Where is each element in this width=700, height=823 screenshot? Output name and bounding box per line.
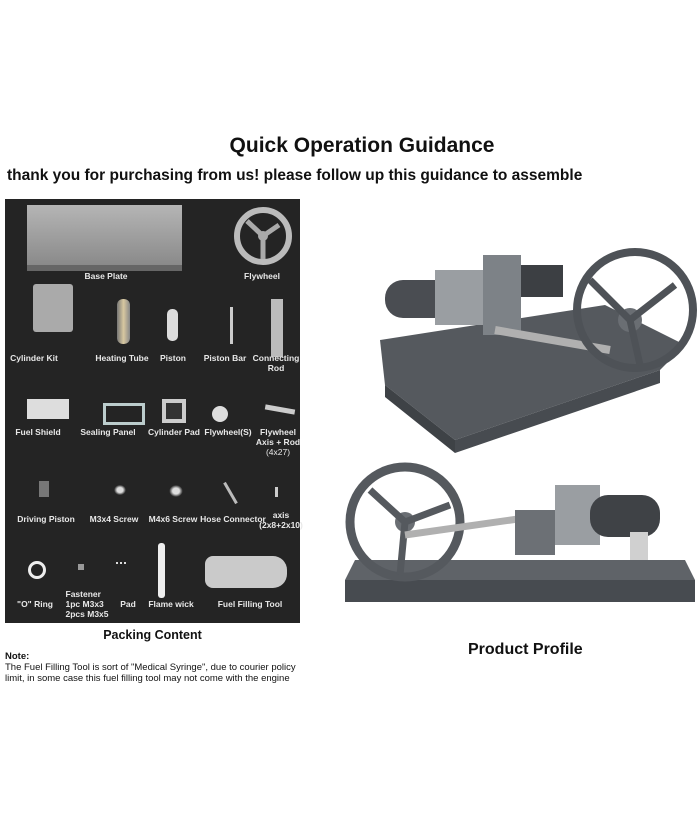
fuel-filling-tool-image xyxy=(205,556,287,588)
part-label-line: 1pc M3x3 xyxy=(65,599,104,609)
base-plate-image xyxy=(27,205,182,271)
part-label: Fuel Shield xyxy=(15,427,61,437)
part-label: axis(2x8+2x10) xyxy=(259,510,303,530)
part-label: Pad xyxy=(120,599,136,609)
part-label-line: Flywheel xyxy=(260,427,296,437)
part-label: Flywheel xyxy=(244,271,280,281)
part-label: Fuel Filling Tool xyxy=(217,599,283,609)
part-label: Cylinder Kit xyxy=(10,353,58,363)
part-label-line: (4x27) xyxy=(265,447,291,457)
part-label: Base Plate xyxy=(84,271,128,281)
part-label: M3x4 Screw xyxy=(89,514,139,524)
engine-photo-top xyxy=(380,248,697,453)
part-label-line: (2x8+2x10) xyxy=(259,520,303,530)
flywheel-image xyxy=(234,207,292,265)
m3x4-screw-image xyxy=(113,484,127,496)
part-label-line: Axis + Rod xyxy=(255,437,301,447)
note: Note: The Fuel Filling Tool is sort of "… xyxy=(5,651,305,684)
connecting-rod-image xyxy=(271,299,283,357)
part-label: Heating Tube xyxy=(95,353,149,363)
packing-content-caption: Packing Content xyxy=(103,628,202,642)
subtitle: thank you for purchasing from us! please… xyxy=(7,167,583,184)
fuel-shield-image xyxy=(27,399,69,419)
product-profile-caption: Product Profile xyxy=(468,641,583,658)
sealing-panel-image xyxy=(103,403,145,425)
page-title: Quick Operation Guidance xyxy=(229,134,495,157)
flame-wick-image xyxy=(158,543,165,598)
driving-piston-image xyxy=(39,481,49,497)
note-text: The Fuel Filling Tool is sort of "Medica… xyxy=(5,662,296,684)
piston-image xyxy=(167,309,178,341)
part-label-line: Fastener xyxy=(65,589,101,599)
heating-tube-image xyxy=(117,299,130,344)
part-label: Piston xyxy=(160,353,186,363)
part-label: Piston Bar xyxy=(203,353,247,363)
part-label: Hose Connector xyxy=(200,514,266,524)
piston-bar-image xyxy=(230,307,233,344)
part-label-line: 2pcs M3x5 xyxy=(65,609,109,619)
part-label: Driving Piston xyxy=(17,514,75,524)
axis-image xyxy=(275,487,278,497)
flywheel-axis-image xyxy=(264,404,296,415)
part-label: Flywheel(S) xyxy=(204,427,252,437)
m4x6-screw-image xyxy=(168,484,184,498)
engine-photo-side xyxy=(345,462,695,602)
flywheel-s-image xyxy=(212,406,228,422)
part-label: Cylinder Pad xyxy=(148,427,200,437)
part-label: Sealing Panel xyxy=(80,427,136,437)
fastener-image xyxy=(78,564,84,570)
part-label: Flame wick xyxy=(148,599,194,609)
part-label-line: axis xyxy=(272,510,290,520)
cylinder-pad-image xyxy=(162,399,186,423)
part-label: M4x6 Screw xyxy=(148,514,198,524)
part-label-line: Connecting xyxy=(252,353,300,363)
packing-content-photo: Base Plate Flywheel Cylinder Kit Heating… xyxy=(5,199,303,623)
cylinder-kit-image xyxy=(33,284,73,332)
pad-image xyxy=(116,562,126,567)
o-ring-image xyxy=(28,561,46,579)
part-label: "O" Ring xyxy=(17,599,53,609)
hose-connector-image xyxy=(223,481,238,505)
part-label-line: Rod xyxy=(267,363,285,373)
note-heading: Note: xyxy=(5,651,30,662)
